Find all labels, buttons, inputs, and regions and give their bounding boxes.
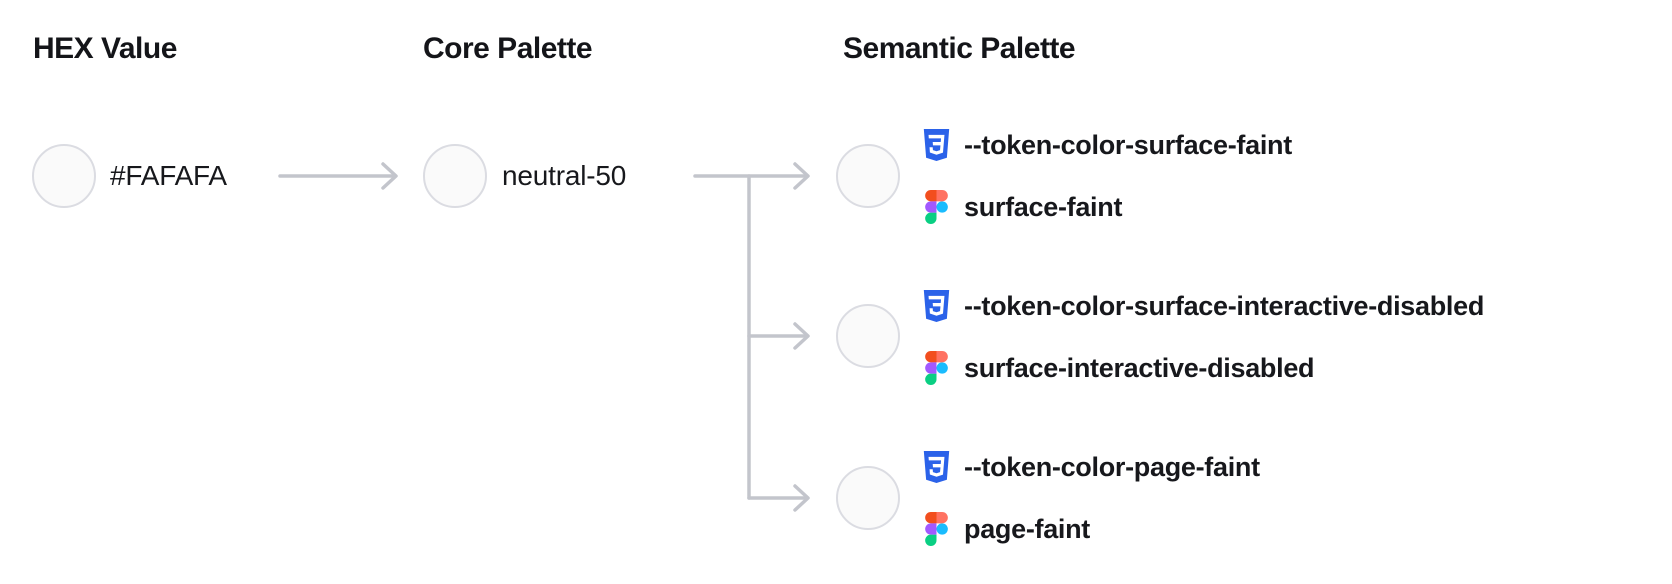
semantic-entry: --token-color-surface-interactive-disabl… bbox=[921, 289, 1484, 385]
css-token-row: --token-color-page-faint bbox=[921, 450, 1260, 484]
arrowhead bbox=[793, 322, 810, 350]
arrowhead bbox=[381, 162, 398, 190]
arrowhead bbox=[793, 484, 810, 512]
core-value-label: neutral-50 bbox=[502, 160, 627, 191]
semantic-entry: --token-color-surface-faint surface-fain… bbox=[921, 128, 1292, 224]
arrowhead bbox=[793, 162, 810, 190]
semantic-color-swatch bbox=[836, 304, 900, 368]
hex-color-swatch bbox=[32, 144, 96, 208]
figma-token-name: surface-faint bbox=[964, 191, 1123, 222]
core-palette-header: Core Palette bbox=[423, 32, 593, 65]
figma-token-name: page-faint bbox=[964, 513, 1091, 544]
css3-shield-icon bbox=[921, 289, 951, 323]
figma-token-row: page-faint bbox=[921, 512, 1260, 546]
css3-shield-icon bbox=[921, 450, 951, 484]
css-token-row: --token-color-surface-interactive-disabl… bbox=[921, 289, 1484, 323]
semantic-palette-header: Semantic Palette bbox=[843, 32, 1076, 65]
figma-logo-icon bbox=[921, 512, 951, 546]
figma-token-row: surface-faint bbox=[921, 190, 1292, 224]
css-token-name: --token-color-page-faint bbox=[964, 451, 1260, 482]
figma-token-name: surface-interactive-disabled bbox=[964, 352, 1315, 383]
css3-shield-icon bbox=[921, 128, 951, 162]
figma-token-row: surface-interactive-disabled bbox=[921, 351, 1484, 385]
semantic-color-swatch bbox=[836, 144, 900, 208]
css-token-row: --token-color-surface-faint bbox=[921, 128, 1292, 162]
css-token-name: --token-color-surface-faint bbox=[964, 129, 1292, 160]
semantic-entry: --token-color-page-faint page-faint bbox=[921, 450, 1260, 546]
hex-value-label: #FAFAFA bbox=[110, 160, 227, 191]
core-color-swatch bbox=[423, 144, 487, 208]
semantic-color-swatch bbox=[836, 466, 900, 530]
css-token-name: --token-color-surface-interactive-disabl… bbox=[964, 290, 1485, 321]
hex-value-header: HEX Value bbox=[33, 32, 177, 65]
figma-logo-icon bbox=[921, 351, 951, 385]
figma-logo-icon bbox=[921, 190, 951, 224]
